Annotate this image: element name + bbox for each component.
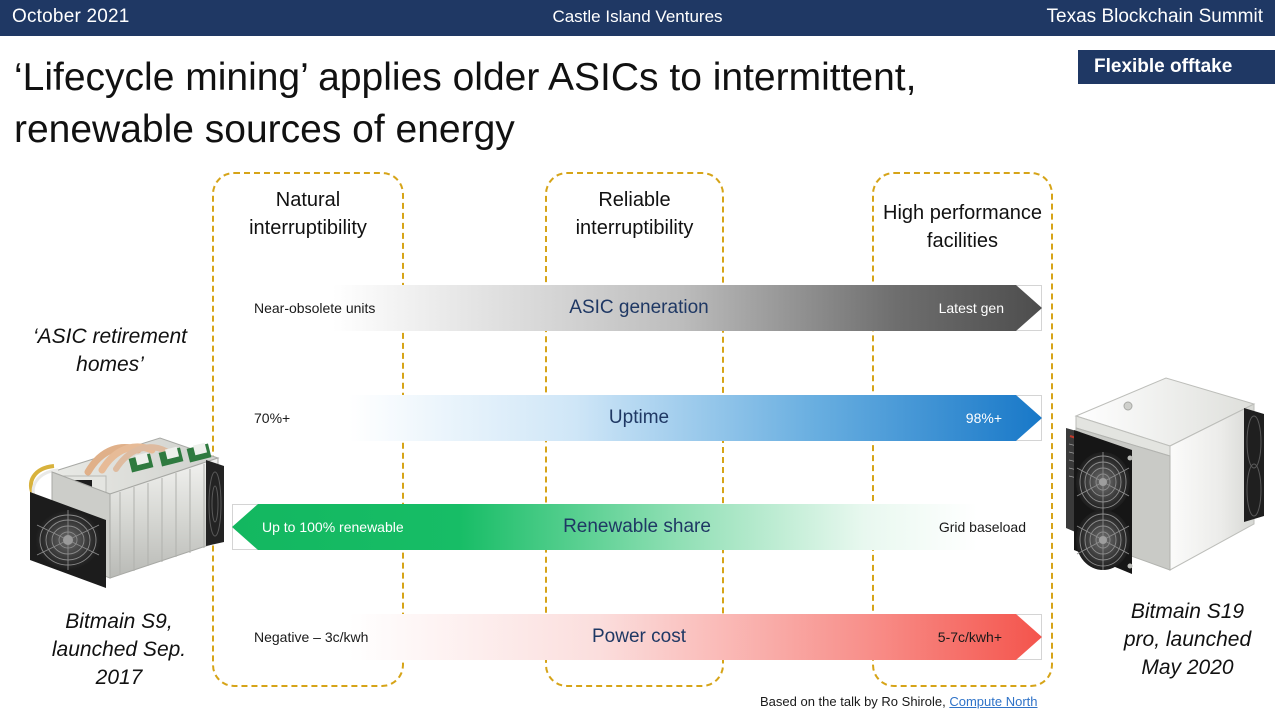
status-badge: Flexible offtake xyxy=(1078,50,1275,84)
bitmain-s9-photo xyxy=(10,420,225,590)
right-caption-line1: Bitmain S19 xyxy=(1130,600,1245,623)
left-caption: Bitmain S9, launched Sep. 2017 xyxy=(14,608,224,692)
bar-title: Renewable share xyxy=(563,516,711,537)
left-heading-line2: homes’ xyxy=(76,353,144,376)
bar-title: ASIC generation xyxy=(569,297,709,318)
category-label-line2: interruptibility xyxy=(249,217,367,239)
compute-north-link[interactable]: Compute North xyxy=(949,694,1038,709)
bar-left-label: Negative – 3c/kwh xyxy=(254,629,369,645)
right-caption-line3: May 2020 xyxy=(1141,656,1234,679)
bar-right-label: Latest gen xyxy=(938,300,1004,316)
category-label-line1: Natural xyxy=(275,189,341,211)
left-caption-line2: launched Sep. xyxy=(51,638,187,661)
bar-power-cost: Negative – 3c/kwh Power cost 5-7c/kwh+ xyxy=(236,614,1042,660)
left-caption-line1: Bitmain S9, xyxy=(65,610,173,633)
footnote: Based on the talk by Ro Shirole, Compute… xyxy=(760,694,1038,709)
bar-renewable-share: Up to 100% renewable Renewable share Gri… xyxy=(232,504,1042,550)
footnote-text: Based on the talk by Ro Shirole, xyxy=(760,694,950,709)
left-caption-line3: 2017 xyxy=(95,666,143,689)
header-date: October 2021 xyxy=(12,6,130,27)
bar-title: Uptime xyxy=(608,407,670,428)
bar-uptime: 70%+ Uptime 98%+ xyxy=(236,395,1042,441)
category-label-line1: Reliable xyxy=(598,189,671,211)
bar-left-label: Near-obsolete units xyxy=(254,300,376,316)
bitmain-s9-illustration xyxy=(28,437,224,588)
bar-right-label: 98%+ xyxy=(965,410,1002,426)
bar-left-label: Up to 100% renewable xyxy=(262,519,404,535)
header-org: Castle Island Ventures xyxy=(552,7,723,26)
category-label-line1: High performance xyxy=(883,202,1042,224)
right-caption: Bitmain S19 pro, launched May 2020 xyxy=(1100,598,1275,682)
page-title: ‘Lifecycle mining’ applies older ASICs t… xyxy=(14,56,917,151)
category-label-line2: facilities xyxy=(926,230,999,252)
right-caption-line2: pro, launched xyxy=(1123,628,1252,651)
bar-left-label: 70%+ xyxy=(254,410,291,426)
left-heading-line1: ‘ASIC retirement xyxy=(32,325,188,348)
left-heading: ‘ASIC retirement homes’ xyxy=(14,323,206,379)
bar-asic-generation: Near-obsolete units ASIC generation Late… xyxy=(236,285,1042,331)
category-label-line2: interruptibility xyxy=(575,217,694,239)
bitmain-s19-pro-photo xyxy=(1058,358,1268,594)
bar-right-label: 5-7c/kwh+ xyxy=(937,629,1002,645)
bar-title: Power cost xyxy=(592,626,686,647)
header-event: Texas Blockchain Summit xyxy=(1046,6,1263,27)
header-bar: October 2021 Castle Island Ventures Texa… xyxy=(0,0,1275,36)
bar-right-label: Grid baseload xyxy=(938,519,1026,535)
bitmain-s19-illustration xyxy=(1066,377,1264,574)
